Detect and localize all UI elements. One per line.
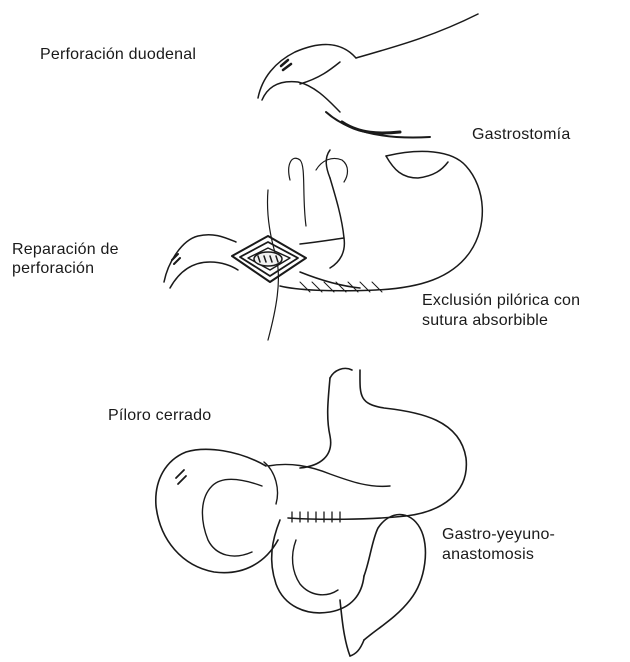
duodenum-outline-lower [170,262,238,288]
esophagus-line-a [326,150,330,178]
duodenum-connector-upper [300,238,344,244]
stomach-fold-lower-panel [268,464,390,486]
jejunum-descending-limb [364,515,425,641]
jejunum-loop-outer [272,520,364,613]
stomach-greater-curvature [280,151,482,290]
stomach-outline-lower-panel [288,370,466,519]
duodenum-loop-outer [156,449,278,572]
jejunum-loop-inner [293,540,338,595]
jejunum-tail-right [350,640,364,656]
suture-thread-loop [289,158,306,226]
panel-2-repair [164,150,482,340]
jejunum-tail [340,600,350,656]
closed-pylorus-mark [176,470,186,484]
perforation-mark-2 [172,254,180,264]
suture-tail [316,158,348,182]
stomach-inner-shadow-top [342,122,400,133]
panel-1-duodenum-stomach [258,14,478,138]
stomach-upper-curve-top [356,14,478,58]
duodenum-upper-outline [258,44,356,98]
stomach-lesser-curve-lower-panel [300,378,331,468]
panel-3-gastrojejunostomy [156,368,467,656]
stomach-lesser-curvature [330,178,344,268]
duodenum-loop-inner [202,479,262,556]
duodenum-fold [300,62,340,84]
stomach-fundus [386,156,448,178]
perforation-mark-1 [281,60,291,70]
anastomosis-stitches [292,512,340,522]
esophagus-lower-panel [330,368,352,378]
duodenum-lower-outline [262,82,340,112]
repair-omentum-patch [254,252,282,266]
closed-pylorus-suture [264,462,278,504]
